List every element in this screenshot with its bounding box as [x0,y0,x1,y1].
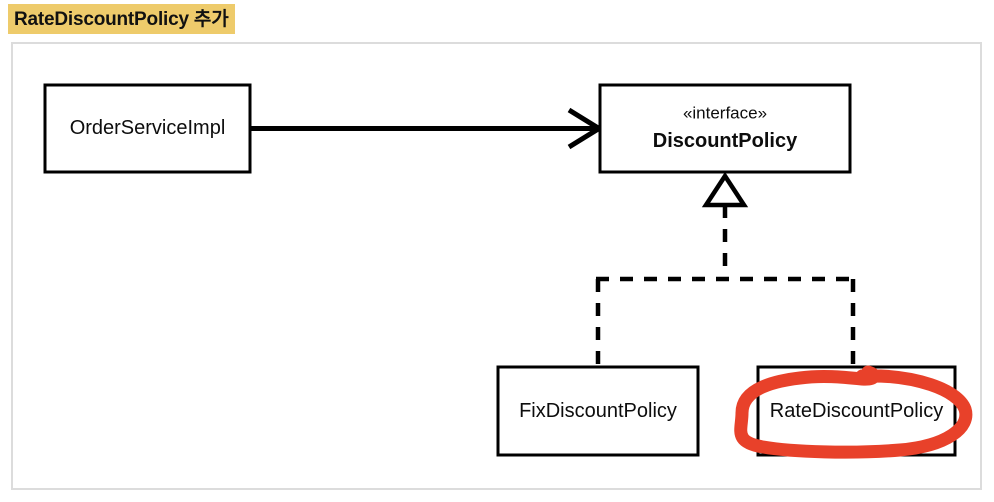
diagram-frame [11,42,982,490]
page-title: RateDiscountPolicy 추가 [8,4,236,34]
